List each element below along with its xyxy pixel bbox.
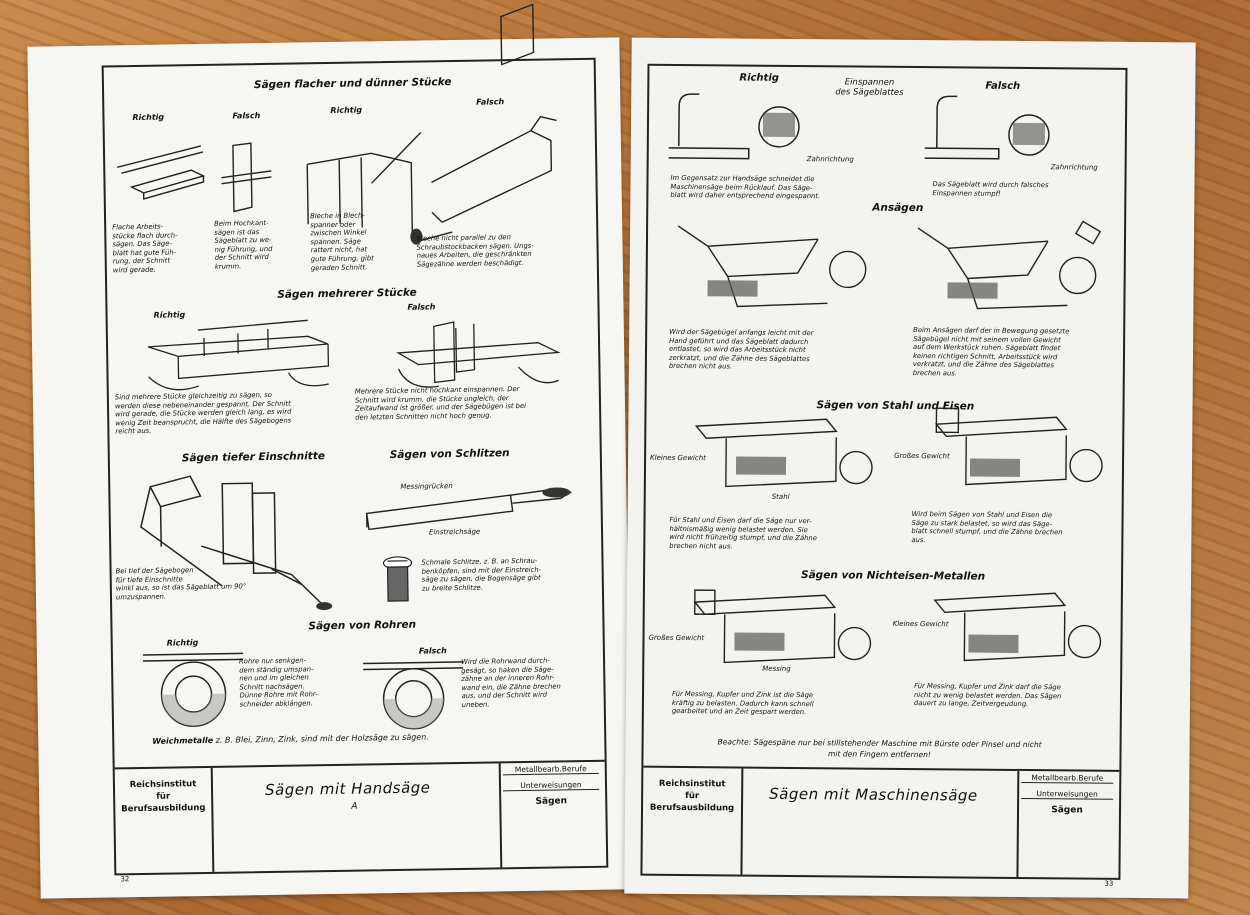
- category-box: Metallbearb.Berufe: [1021, 772, 1114, 784]
- section-title-slots: Sägen von Schlitzen: [389, 447, 510, 462]
- category-box: Metallbearb.Berufe: [502, 763, 599, 776]
- institute-name: Reichsinstitut für Berufsausbildung: [121, 779, 206, 815]
- ansaegen-illustration: [677, 220, 1102, 310]
- label-richtig: Richtig: [739, 72, 779, 84]
- page-title: Sägen mit Maschinensäge: [769, 784, 978, 805]
- institute-name: Reichsinstitut für Berufsausbildung: [649, 778, 735, 814]
- deep-cut-illustration: [140, 475, 333, 611]
- caption-flat-right: Flache Arbeits- stücke flach durch- säge…: [112, 222, 178, 275]
- page-number: 32: [120, 875, 130, 884]
- section-title-tubes: Sägen von Rohren: [308, 618, 417, 633]
- screw-illustration: [382, 556, 413, 602]
- slot-saw-illustration: [365, 487, 572, 531]
- weichmetalle-note: Weichmetalle z. B. Blei, Zinn, Zink, sin…: [152, 732, 429, 745]
- caption-ansaegen-right: Wird der Sägebügel anfangs leicht mit de…: [668, 327, 814, 371]
- beachte-note: Beachte: Sägespäne nur bei stillstehende…: [717, 737, 1042, 760]
- label-richtig: Richtig: [132, 112, 165, 123]
- section-title-deep-cuts: Sägen tiefer Einschnitte: [181, 450, 326, 465]
- label-zahnrichtung: Zahnrichtung: [1050, 163, 1098, 172]
- right-page: Richtig Einspannen des Sägeblattes Falsc…: [624, 37, 1196, 899]
- label-richtig: Richtig: [330, 105, 363, 115]
- weichmetalle-text: z. B. Blei, Zinn, Zink, sind mit der Hol…: [215, 732, 429, 745]
- label-grosses-gewicht: Großes Gewicht: [648, 633, 705, 643]
- page-title-sub: A: [351, 801, 358, 812]
- page-title: Sägen mit Handsäge: [264, 778, 431, 800]
- nichteisen-illustration: [693, 589, 1102, 664]
- title-block: Reichsinstitut für Berufsausbildung Säge…: [114, 759, 607, 874]
- section-title-ansaegen: Ansägen: [872, 201, 924, 215]
- title-block: Reichsinstitut für Berufsausbildung Säge…: [642, 765, 1120, 878]
- caption-deep-cuts: Bei tief der Sägebogen für tiefe Einschn…: [115, 566, 247, 602]
- flat-pieces-illustration: [117, 3, 557, 245]
- caption-multiple-wrong: Mehrere Stücke nicht hochkant einspannen…: [354, 385, 527, 422]
- tube-illustration: [142, 652, 464, 730]
- label-messing: Messing: [762, 664, 791, 673]
- caption-clamp-right: Im Gegensatz zur Handsäge schneidet die …: [670, 173, 821, 201]
- type-box: Unterweisungen: [502, 779, 600, 792]
- caption-stahl-wrong: Wird beim Sägen von Stahl und Eisen die …: [911, 510, 1063, 544]
- label-kleines-gewicht: Kleines Gewicht: [892, 619, 949, 629]
- stahl-illustration: [694, 407, 1103, 488]
- caption-ansaegen-wrong: Beim Ansägen darf der in Bewegung gesetz…: [912, 326, 1070, 378]
- caption-clamp-wrong: Das Sägeblatt wird durch falsches Einspa…: [932, 180, 1049, 198]
- left-page-frame: Sägen flacher und dünner Stücke Richtig …: [101, 3, 609, 876]
- caption-multiple-right: Sind mehrere Stücke gleichzeitig zu säge…: [114, 390, 292, 436]
- label-grosses-gewicht: Großes Gewicht: [894, 451, 950, 461]
- section-title-multiple: Sägen mehrerer Stücke: [277, 286, 417, 301]
- title-block-divider: [498, 763, 503, 868]
- caption-sheet-right: Bleche in Blech- spanner oder zwischen W…: [309, 211, 374, 272]
- topic-box: Sägen: [535, 796, 568, 807]
- label-falsch: Falsch: [407, 302, 436, 312]
- caption-nichteisen-wrong: Für Messing, Kupfer und Zink darf die Sä…: [913, 682, 1062, 709]
- label-falsch: Falsch: [232, 111, 261, 121]
- section-title-nichteisen: Sägen von Nichteisen-Metallen: [801, 569, 986, 583]
- title-block-divider: [1016, 770, 1020, 877]
- blade-clamp-illustration: [668, 93, 1050, 160]
- section-title-flat: Sägen flacher und dünner Stücke: [253, 76, 452, 92]
- page-number: 33: [1104, 879, 1114, 888]
- label-zahnrichtung: Zahnrichtung: [806, 155, 854, 164]
- title-block-divider: [210, 767, 215, 872]
- caption-stahl-right: Für Stahl und Eisen darf die Säge nur ve…: [669, 515, 817, 551]
- caption-sheet-wrong: Bleche nicht parallel zu den Schraubstoc…: [416, 233, 534, 269]
- type-box: Unterweisungen: [1021, 788, 1114, 800]
- left-page: Sägen flacher und dünner Stücke Richtig …: [27, 3, 633, 899]
- label-kleines-gewicht: Kleines Gewicht: [650, 453, 706, 463]
- label-falsch: Falsch: [476, 97, 505, 107]
- caption-nichteisen-right: Für Messing, Kupfer und Zink ist die Säg…: [671, 689, 814, 717]
- caption-slots: Schmale Schlitze, z. B. an Schrau- benkö…: [421, 556, 542, 593]
- caption-tube-right: Rohre nur senkgen- dem ständig umspan- n…: [238, 656, 318, 709]
- right-page-frame: Richtig Einspannen des Sägeblattes Falsc…: [640, 63, 1128, 880]
- label-einstreichsaege: Einstreichsäge: [428, 527, 481, 537]
- weichmetalle-bold: Weichmetalle: [152, 735, 214, 746]
- caption-tube-wrong: Wird die Rohrwand durch- gesägt, so hake…: [461, 656, 561, 709]
- topic-box: Sägen: [1051, 805, 1083, 816]
- caption-flat-wrong: Beim Hochkant- sägen ist das Sägeblatt z…: [214, 218, 273, 271]
- multiple-pieces-illustration: [147, 319, 561, 391]
- label-stahl: Stahl: [771, 492, 790, 501]
